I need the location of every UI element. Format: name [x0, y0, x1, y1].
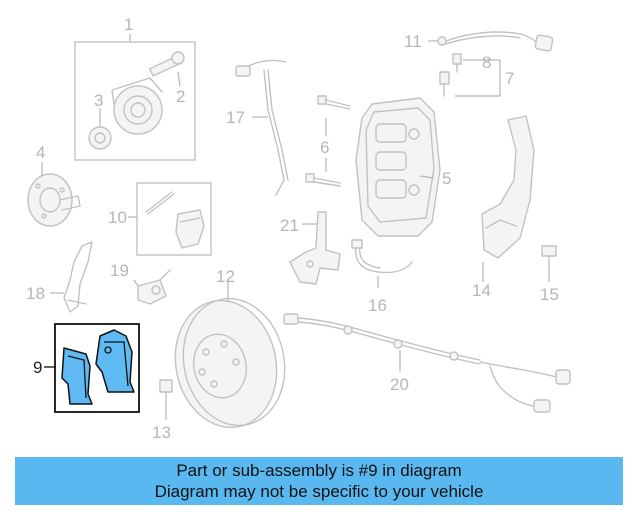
callout-11: 11 — [404, 32, 422, 51]
part-6-caliper-bolts — [305, 95, 351, 187]
part-18-mount-bracket — [50, 241, 93, 313]
banner-disclaimer-line: Diagram may not be specific to your vehi… — [154, 482, 484, 501]
callout-21: 21 — [280, 216, 299, 235]
callout-17: 17 — [226, 108, 245, 127]
callout-labels: 1 2 3 4 5 6 7 8 9 10 11 12 13 14 15 16 1… — [26, 15, 559, 442]
callout-7: 7 — [505, 69, 514, 88]
callout-4: 4 — [36, 143, 45, 162]
part-7-8-bleeder-valves — [439, 53, 501, 97]
part-20-sensor-cable — [283, 313, 571, 413]
brake-pad-left — [61, 347, 93, 405]
part-15-shield-bolt — [541, 245, 557, 282]
part-21-bracket — [289, 211, 341, 285]
callout-9[interactable]: 9 — [33, 358, 42, 377]
callout-8: 8 — [482, 53, 491, 72]
callout-5: 5 — [442, 169, 451, 188]
part-19-valve — [133, 269, 171, 305]
part-12-brake-rotor — [174, 282, 286, 429]
part-16-sensor-wire — [351, 239, 413, 288]
callout-6: 6 — [320, 138, 329, 157]
part-17-brake-hose — [235, 59, 289, 196]
callout-14: 14 — [472, 281, 491, 300]
part-4-wheel-hub — [27, 162, 81, 227]
callout-10: 10 — [108, 208, 127, 227]
part-14-brake-shield — [481, 115, 535, 282]
part-5-brake-caliper — [355, 97, 441, 237]
callout-20: 20 — [390, 375, 409, 394]
callout-1: 1 — [124, 15, 133, 34]
callout-13: 13 — [152, 423, 171, 442]
part-10-hardware-kit — [128, 182, 212, 256]
part-10-frame — [136, 182, 212, 256]
callout-15: 15 — [540, 285, 559, 304]
callout-18: 18 — [26, 284, 45, 303]
callout-16: 16 — [368, 296, 387, 315]
part-9-frame — [54, 323, 140, 413]
part-1-frame — [74, 41, 196, 161]
callout-19: 19 — [110, 261, 129, 280]
part-9-brake-pads[interactable] — [44, 323, 140, 413]
part-11-wear-sensor — [428, 31, 554, 52]
part-1-bearing-assembly — [74, 34, 196, 161]
callout-3: 3 — [94, 91, 103, 110]
callout-2: 2 — [176, 87, 185, 106]
brake-parts-diagram: 1 2 3 4 5 6 7 8 9 10 11 12 13 14 15 16 1… — [26, 15, 571, 442]
part-13-rotor-screw — [159, 379, 173, 420]
info-banner: Part or sub-assembly is #9 in diagram Di… — [15, 457, 623, 505]
banner-part-line: Part or sub-assembly is #9 in diagram — [176, 461, 462, 480]
callout-12: 12 — [216, 267, 235, 286]
